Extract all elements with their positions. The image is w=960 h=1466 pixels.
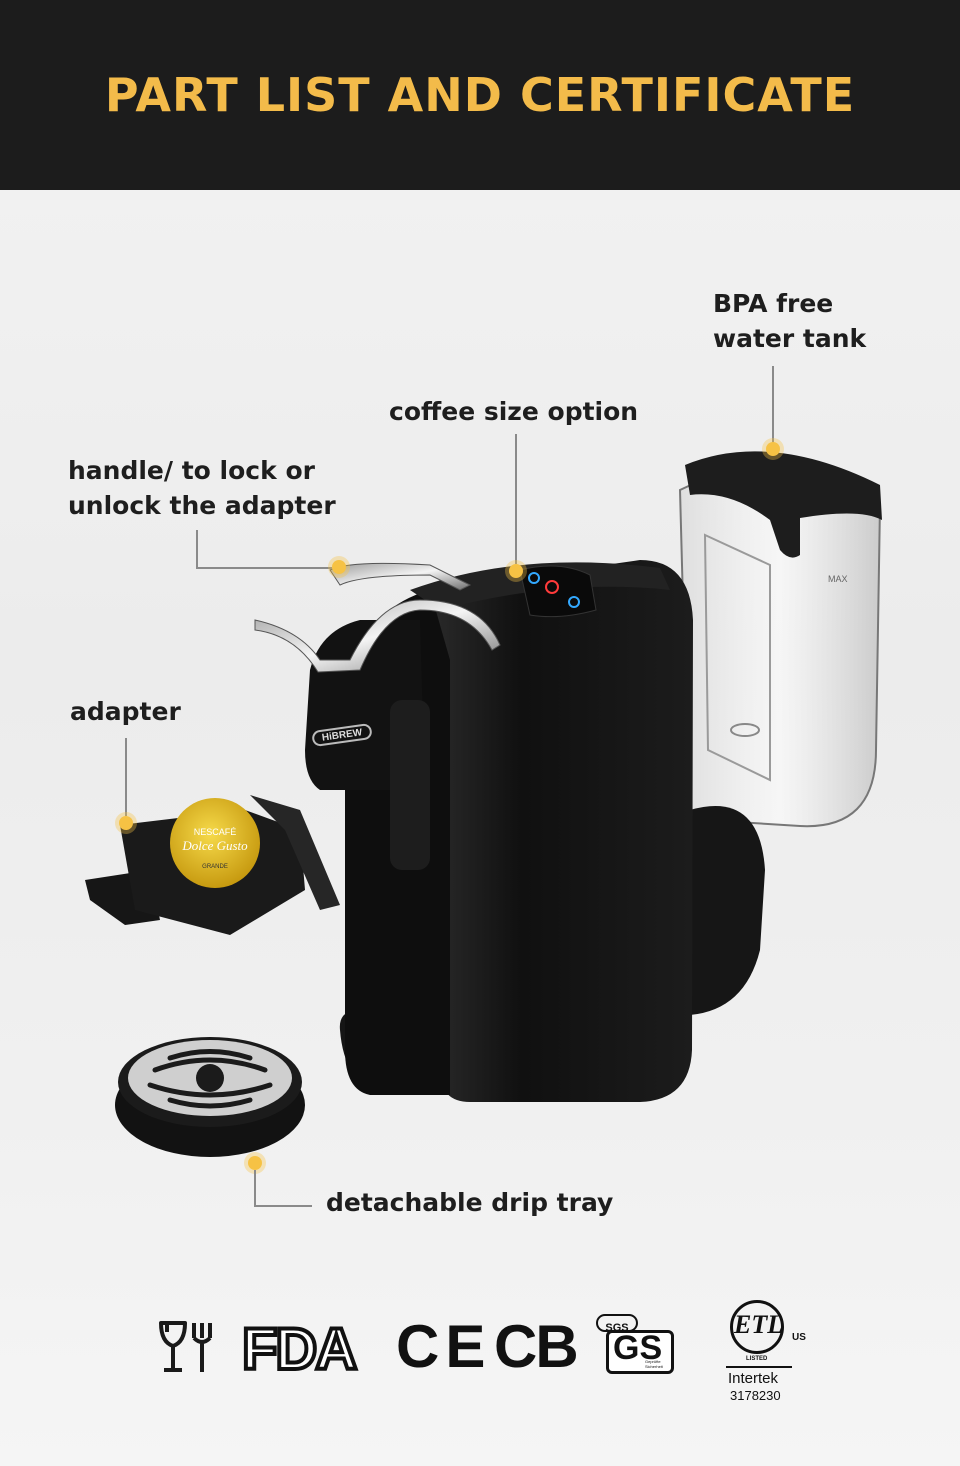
water-tank: MAX (678, 451, 882, 828)
ce-text: CE (396, 1313, 492, 1380)
label-handle-line2: unlock the adapter (68, 491, 336, 520)
callout-dot (332, 560, 346, 574)
food-safe-icon (159, 1321, 212, 1372)
sgs-gs-logo: SGS GS Geprüfte Sicherheit (596, 1314, 676, 1378)
tank-max-marking: MAX (828, 574, 848, 584)
callout-line (196, 567, 332, 569)
drip-tray (115, 1037, 305, 1157)
capsule-brand-main: Dolce Gusto (181, 838, 248, 853)
page-title: PART LIST AND CERTIFICATE (104, 68, 856, 122)
callout-line (254, 1205, 312, 1207)
callout-line (196, 530, 198, 568)
certification-row: FDA CE CB SGS GS Geprüfte Sicherheit ETL… (0, 1290, 960, 1466)
callout-line (515, 434, 517, 564)
etl-listed-text: LISTED (746, 1356, 768, 1362)
callout-line (772, 366, 774, 448)
label-handle-line1: handle/ to lock or (68, 456, 315, 485)
callout-line (254, 1170, 256, 1206)
etl-us-text: US (792, 1332, 806, 1343)
gs-subtext: Geprüfte Sicherheit (645, 1359, 663, 1369)
etl-text: ETL (734, 1310, 784, 1339)
ce-logo: CE (396, 1313, 485, 1380)
cb-logo: CB (494, 1313, 580, 1380)
capsule-adapter: NESCAFÉ Dolce Gusto GRANDE (85, 795, 340, 935)
header-banner: PART LIST AND CERTIFICATE (0, 0, 960, 190)
label-water-tank-line1: BPA free (713, 289, 834, 318)
label-drip-tray: detachable drip tray (326, 1188, 614, 1217)
cb-text: CB (494, 1313, 579, 1380)
capsule-flavor: GRANDE (202, 864, 228, 870)
callout-dot (248, 1156, 262, 1170)
etl-intertek-logo: ETL LISTED US Intertek 3178230 (724, 1300, 816, 1420)
fda-logo: FDA (240, 1315, 370, 1384)
capsule-brand-top: NESCAFÉ (194, 827, 237, 837)
label-adapter: adapter (70, 697, 181, 726)
gs-text: GS (613, 1329, 663, 1367)
callout-dot (509, 564, 523, 578)
intertek-text: Intertek (728, 1370, 779, 1387)
callout-dot (119, 816, 133, 830)
label-coffee-size: coffee size option (389, 397, 639, 426)
label-water-tank-line2: water tank (713, 324, 867, 353)
product-diagram: MAX NESCAFÉ Dolce Gusto GRANDE (0, 190, 960, 1290)
intertek-number: 3178230 (730, 1388, 781, 1403)
label-water-tank: BPA free water tank (713, 286, 866, 356)
callout-dot (766, 442, 780, 456)
label-handle: handle/ to lock or unlock the adapter (68, 453, 336, 523)
coffee-machine-illustration: MAX NESCAFÉ Dolce Gusto GRANDE (85, 451, 882, 1157)
fda-text: FDA (240, 1315, 359, 1384)
callout-line (125, 738, 127, 816)
